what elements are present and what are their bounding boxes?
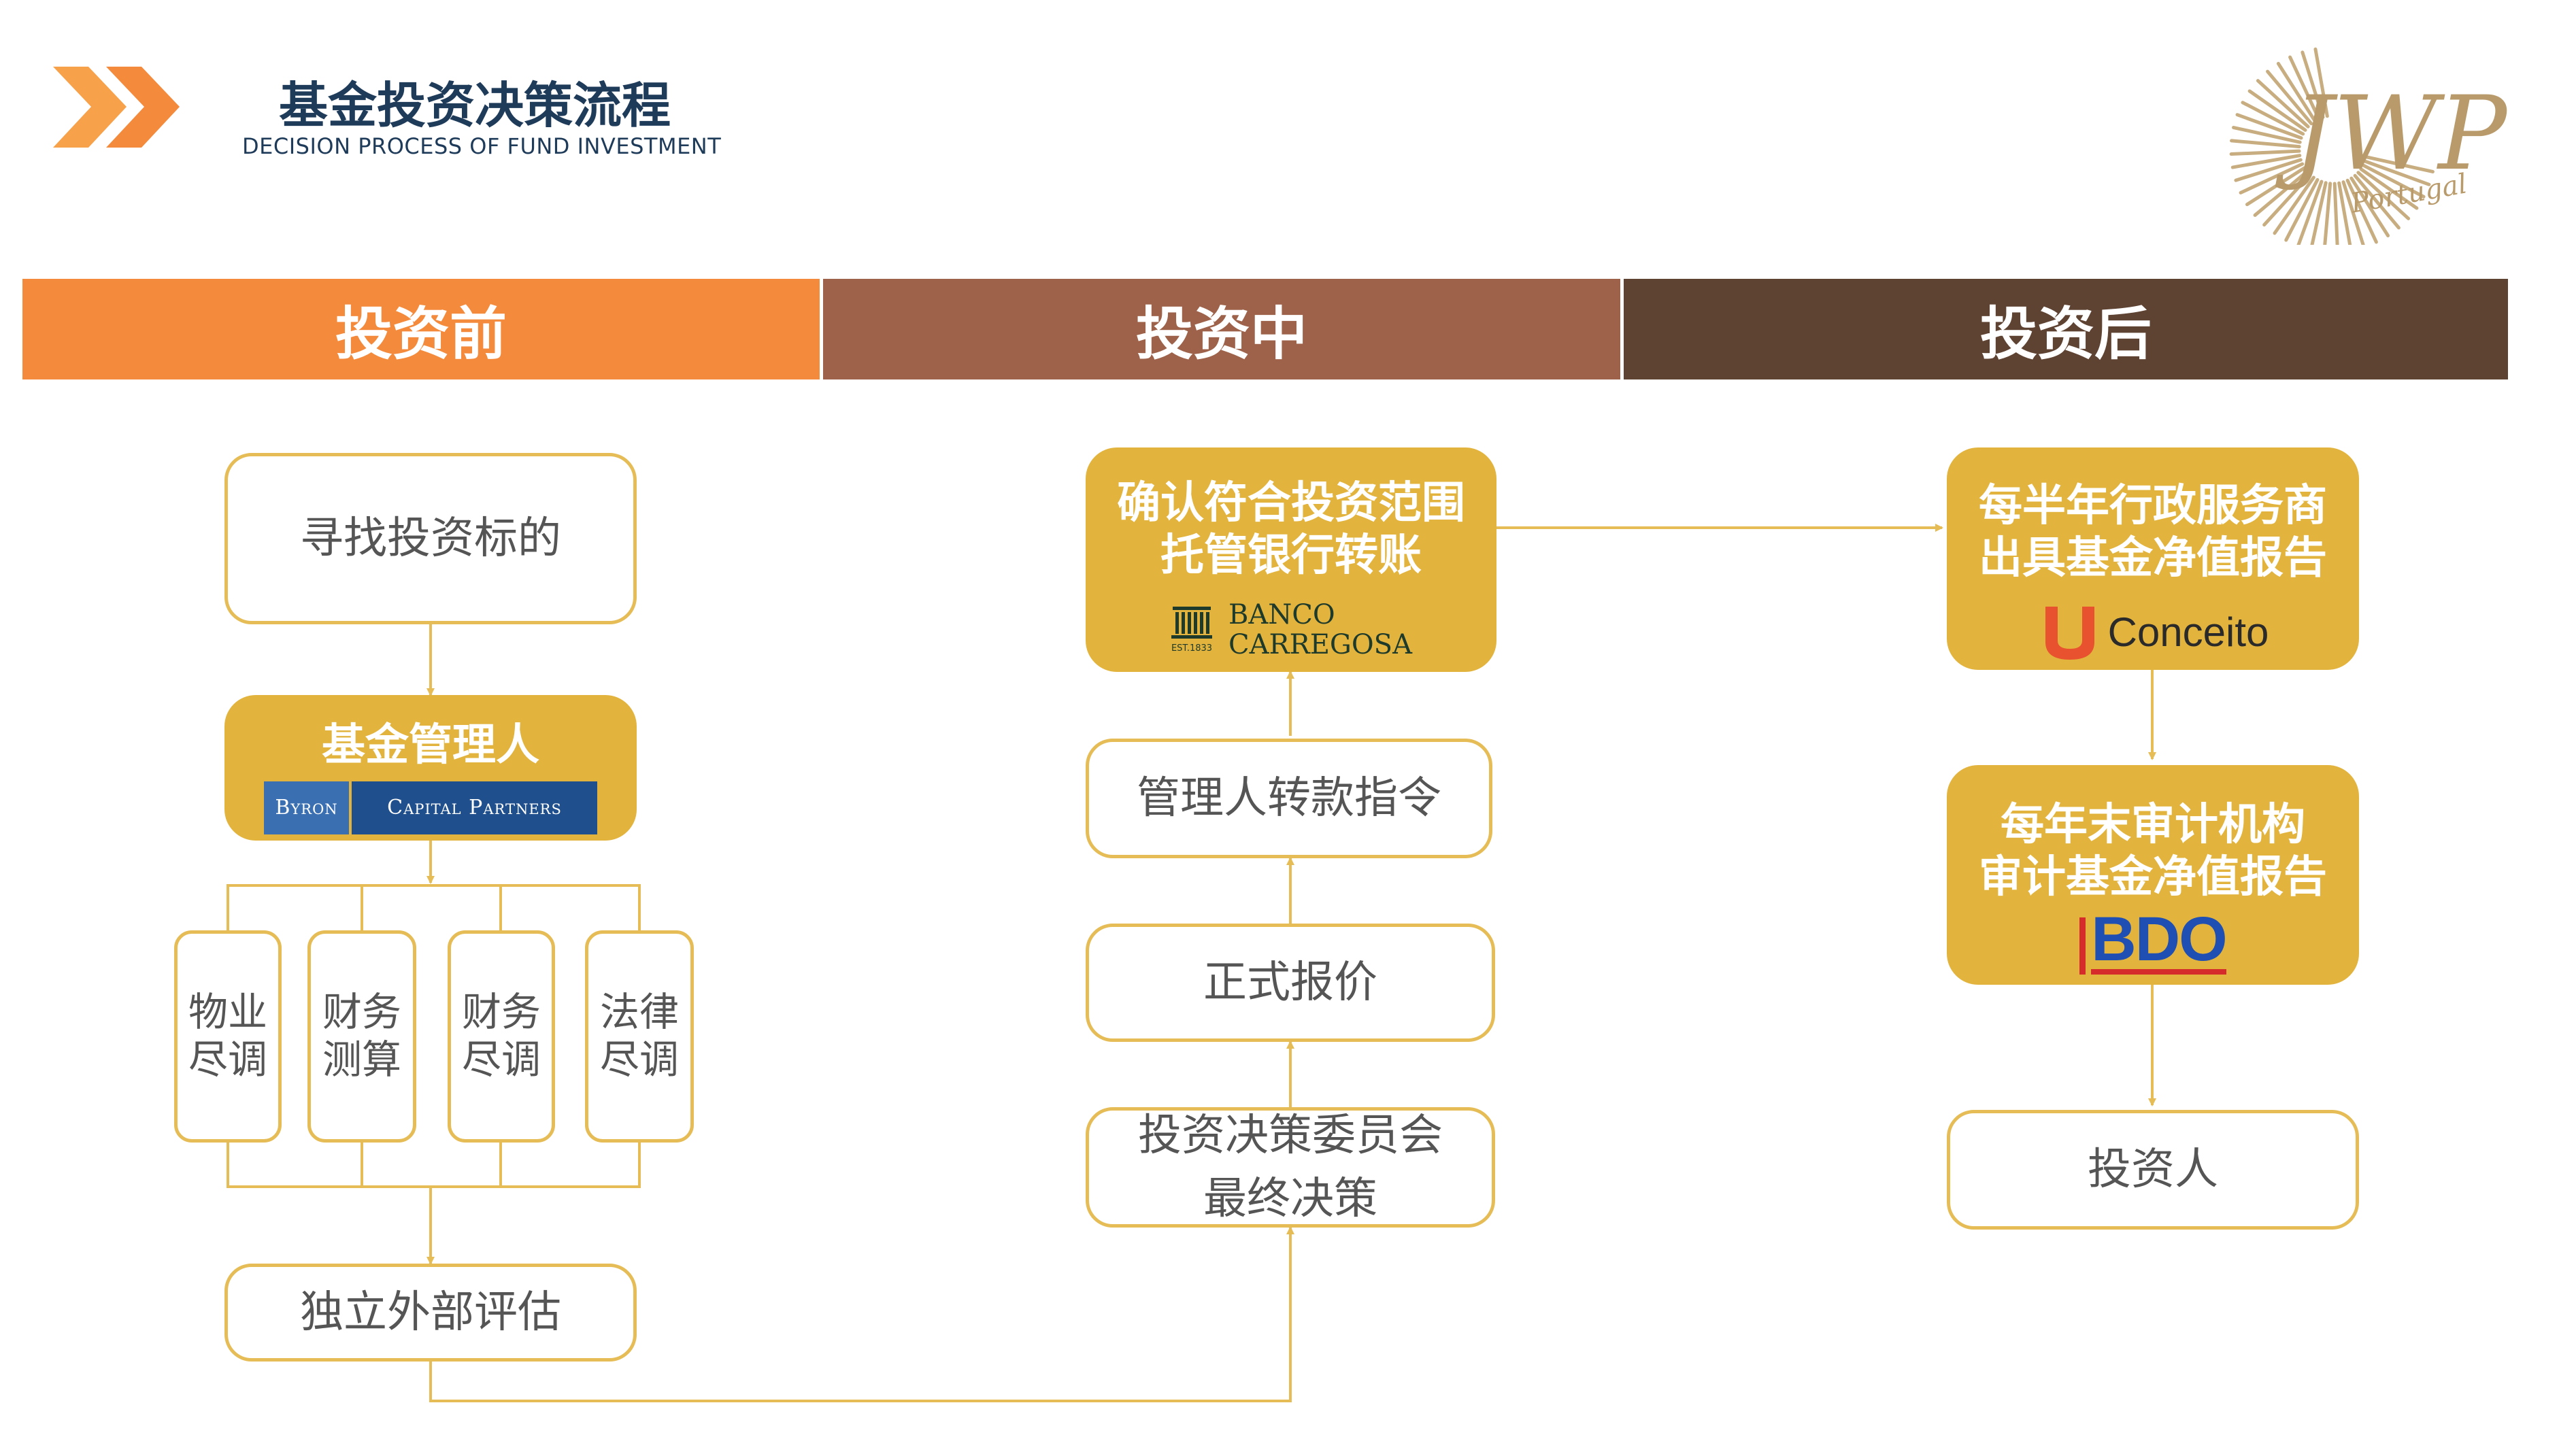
sunburst-ray — [2273, 175, 2315, 235]
formal-quote-box: 正式报价 — [1086, 924, 1495, 1042]
sunburst-ray — [2230, 139, 2301, 149]
sunburst-ray — [2363, 159, 2431, 186]
phase-label: 投资中 — [1135, 300, 1307, 367]
byron-logo-part1: Byron — [264, 781, 349, 834]
box-line: 尽调 — [599, 1036, 679, 1083]
external-valuation-label: 独立外部评估 — [300, 1287, 561, 1338]
page-title: 基金投资决策流程 — [279, 77, 671, 134]
bank-name-line2: CARREGOSA — [1228, 628, 1412, 660]
bdo-label: BDO — [2091, 904, 2227, 974]
sunburst-ray — [2364, 155, 2435, 173]
sunburst-ray — [2276, 61, 2317, 123]
sunburst-ray — [2296, 180, 2324, 248]
due-diligence-legal-box: 法律 尽调 — [585, 930, 694, 1143]
sunburst-ray — [2288, 55, 2321, 121]
page-subtitle: DECISION PROCESS OF FUND INVESTMENT — [242, 133, 722, 159]
box-line: 出具基金净值报告 — [1979, 532, 2327, 584]
sunburst-ray — [2313, 47, 2329, 118]
box-line: 确认符合投资范围 — [1117, 478, 1465, 528]
sunburst-ray — [2253, 169, 2309, 217]
bank-name-line1: BANCO — [1228, 598, 1335, 630]
annual-audit-box: 每年末审计机构 审计基金净值报告 BDO — [1947, 765, 2359, 985]
transfer-instruction-box: 管理人转款指令 — [1086, 739, 1492, 858]
phase-label: 投资后 — [1979, 300, 2152, 367]
sunburst-ray — [2262, 173, 2312, 227]
byron-capital-logo: Byron Capital Partners — [264, 781, 597, 834]
sunburst-ray — [2353, 173, 2401, 230]
sunburst-ray — [2229, 149, 2301, 156]
find-target-label: 寻找投资标的 — [300, 513, 561, 564]
sunburst-ray — [2247, 89, 2307, 132]
investor-label: 投资人 — [2088, 1144, 2218, 1195]
sunburst-ray — [2241, 101, 2305, 136]
sunburst-ray — [2245, 166, 2307, 207]
phase-label: 投资前 — [335, 300, 507, 367]
box-line: 尽调 — [461, 1036, 541, 1083]
sunburst-ray — [2356, 171, 2411, 220]
phase-post-investment: 投资后 — [1624, 279, 2508, 379]
sunburst-ray — [2284, 177, 2320, 242]
sunburst-ray — [2256, 79, 2310, 129]
due-diligence-property-box: 物业 尽调 — [174, 930, 282, 1143]
sunburst-ray — [2349, 176, 2390, 238]
bdo-logo: BDO — [2079, 904, 2228, 975]
bdo-underline — [2091, 968, 2226, 975]
sunburst-ray — [2341, 180, 2366, 249]
semiannual-report-box: 每半年行政服务商 出具基金净值报告 Conceito — [1947, 447, 2359, 670]
box-line: 每年末审计机构 — [2001, 800, 2305, 850]
chevron-arrows-icon — [53, 61, 196, 153]
sunburst-ray — [2232, 126, 2302, 144]
sunburst-ray — [2234, 158, 2303, 182]
box-line: 最终决策 — [1203, 1173, 1377, 1224]
confirm-scope-box: 确认符合投资范围 托管银行转账 EST.1833 BANCO CARREGOSA — [1086, 447, 1496, 672]
formal-quote-label: 正式报价 — [1203, 957, 1377, 1008]
sunburst-ray — [2337, 181, 2353, 252]
external-valuation-box: 独立外部评估 — [224, 1264, 637, 1362]
sunburst-ray — [2235, 113, 2303, 140]
fund-manager-box: 基金管理人 Byron Capital Partners — [224, 695, 637, 841]
conceito-label: Conceito — [2107, 609, 2269, 655]
sunburst-ray — [2345, 178, 2378, 244]
committee-decision-box: 投资决策委员会 最终决策 — [1086, 1107, 1495, 1228]
transfer-instruction-label: 管理人转款指令 — [1137, 773, 1441, 824]
due-diligence-financial-box: 财务 尽调 — [448, 930, 555, 1143]
sunburst-ray — [2301, 50, 2325, 119]
bank-est-label: EST.1833 — [1171, 643, 1213, 654]
sunburst-ray — [2309, 181, 2328, 251]
sunburst-icon — [2229, 47, 2435, 254]
box-line: 尽调 — [188, 1036, 267, 1083]
box-line: 托管银行转账 — [1160, 530, 1422, 581]
box-line: 财务 — [322, 989, 401, 1036]
bdo-bar-icon — [2079, 917, 2086, 975]
byron-logo-part2: Capital Partners — [352, 781, 597, 834]
fund-manager-label: 基金管理人 — [322, 720, 539, 771]
conceito-logo: Conceito — [2037, 600, 2269, 665]
sunburst-ray — [2359, 167, 2419, 210]
sunburst-ray — [2322, 182, 2332, 253]
jwp-logo: JWP Portugal — [2190, 34, 2530, 254]
financial-calculation-box: 财务 测算 — [307, 930, 416, 1143]
conceito-mark-icon — [2045, 606, 2094, 660]
phase-pre-investment: 投资前 — [22, 279, 820, 379]
box-line: 财务 — [461, 989, 541, 1036]
box-line: 物业 — [188, 989, 267, 1036]
box-line: 法律 — [599, 989, 679, 1036]
phase-during-investment: 投资中 — [823, 279, 1620, 379]
find-target-box: 寻找投资标的 — [224, 453, 637, 624]
sunburst-ray — [2361, 163, 2426, 199]
banco-carregosa-logo: EST.1833 BANCO CARREGOSA — [1169, 600, 1414, 661]
box-line: 审计基金净值报告 — [1979, 851, 2327, 902]
sunburst-ray — [2230, 154, 2302, 169]
box-line: 投资决策委员会 — [1138, 1110, 1443, 1161]
box-line: 测算 — [322, 1036, 401, 1083]
box-line: 每半年行政服务商 — [1979, 481, 2327, 531]
sunburst-ray — [2239, 162, 2305, 195]
investor-box: 投资人 — [1947, 1110, 2359, 1230]
sunburst-ray — [2332, 182, 2340, 254]
logo-initials: JWP — [2292, 75, 2507, 193]
bank-columns-icon — [1171, 606, 1212, 639]
sunburst-ray — [2266, 69, 2313, 126]
